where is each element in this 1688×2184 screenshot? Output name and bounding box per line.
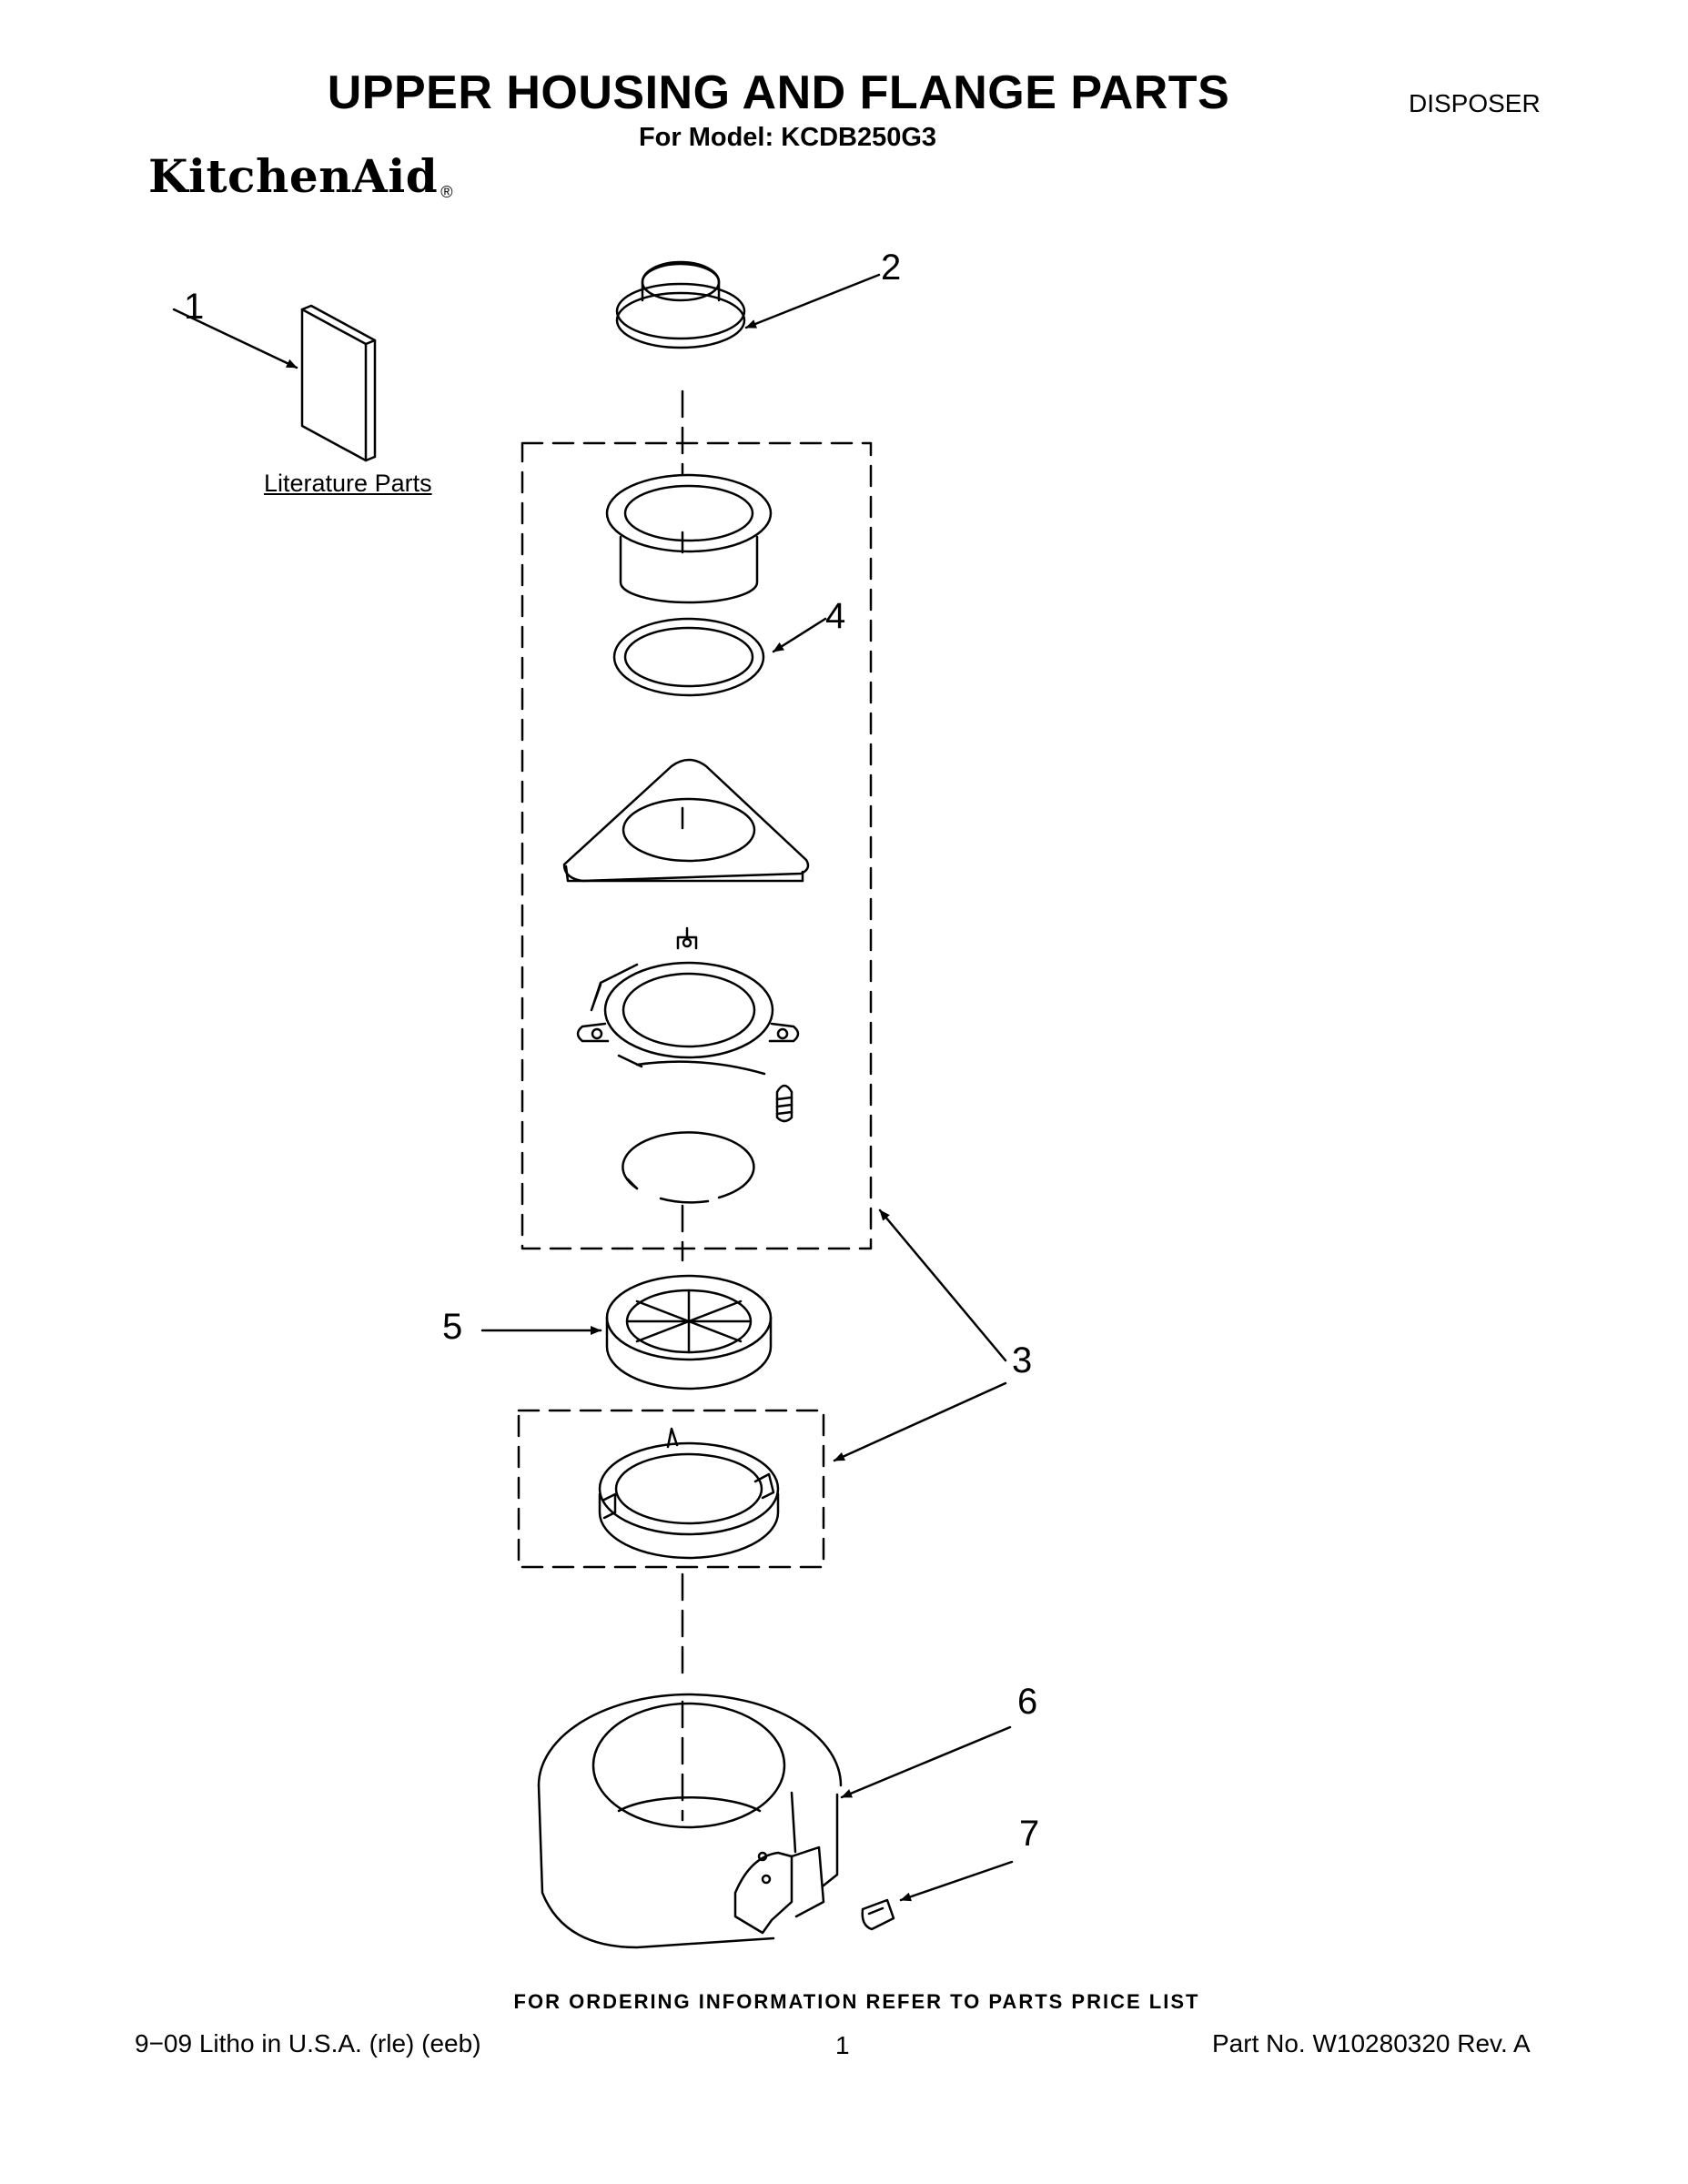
lower-mounting-ring-part <box>598 1427 780 1560</box>
snap-ring-part <box>622 1131 755 1204</box>
clip-part <box>861 1860 1014 1931</box>
category-label: DISPOSER <box>1409 89 1541 117</box>
sink-flange-part <box>605 473 773 604</box>
callout-4: 4 <box>825 596 846 636</box>
callout-2: 2 <box>881 248 902 288</box>
flange-assembly-box <box>521 441 873 1250</box>
page-number: 1 <box>835 2031 850 2059</box>
callout-1: 1 <box>184 287 205 327</box>
litho-info: 9−09 Litho in U.S.A. (rle) (eeb) <box>135 2029 481 2058</box>
mounting-ring-part <box>576 926 800 1076</box>
callout-3: 3 <box>1012 1340 1033 1380</box>
literature-booklet-part <box>172 304 377 462</box>
backup-flange-part <box>562 758 810 883</box>
callout-5: 5 <box>442 1307 463 1347</box>
brand-logo: KitchenAid® <box>148 149 454 203</box>
model-line: For Model: KCDB250G3 <box>638 123 937 152</box>
callout-6: 6 <box>1017 1682 1038 1722</box>
upper-housing-part <box>537 1693 1012 1949</box>
part-number: Part No. W10280320 Rev. A <box>1212 2029 1531 2058</box>
splash-guard-part <box>480 1274 773 1390</box>
page-title: UPPER HOUSING AND FLANGE PARTS <box>327 66 1230 119</box>
ring-assembly-box <box>517 1409 825 1569</box>
callout-7: 7 <box>1019 1814 1040 1854</box>
ordering-note: FOR ORDERING INFORMATION REFER TO PARTS … <box>513 1990 1200 2013</box>
literature-parts-link: Literature Parts <box>264 470 432 497</box>
stopper-part <box>615 260 881 349</box>
gasket-part <box>612 617 827 697</box>
mounting-screw-part <box>775 1084 793 1123</box>
